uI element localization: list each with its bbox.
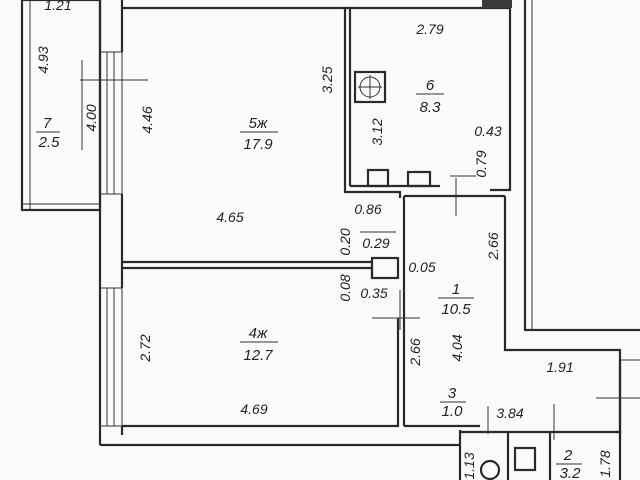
room-2-number: 2 [563,447,573,464]
dim-2-66-a: 2.66 [485,232,501,260]
dim-0-20: 0.20 [337,228,353,255]
room-6-area: 8.3 [420,99,442,116]
dim-0-05: 0.05 [408,259,435,275]
walls [20,0,640,480]
dim-0-43: 0.43 [474,123,501,139]
boiler-icon [353,70,387,104]
room-5-number: 5ж [249,115,268,132]
dim-4-65: 4.65 [216,209,243,225]
room-5-area: 17.9 [243,136,273,153]
room-1-number: 1 [452,281,460,298]
dimension-labels: 1.21 4.93 4.00 4.46 3.25 2.79 3.12 0.43 … [35,0,613,480]
window-upper [99,51,123,195]
dim-1-13: 1.13 [461,452,477,479]
dim-0-35: 0.35 [360,285,387,301]
dim-0-86: 0.86 [354,201,381,217]
dim-3-12: 3.12 [369,118,385,145]
room-3-number: 3 [448,385,457,402]
room-7-area: 2.5 [38,134,61,151]
dim-2-79: 2.79 [415,21,443,37]
room-7-number: 7 [43,115,52,132]
window-lower [99,287,123,427]
fixture-basin [513,446,537,472]
room-3-area: 1.0 [442,403,464,420]
room-1-area: 10.5 [441,301,471,318]
dim-4-00: 4.00 [83,104,99,131]
room-6-number: 6 [426,77,435,94]
fixture-stove [406,170,432,188]
dim-2-66-b: 2.66 [407,338,423,366]
dim-1-78: 1.78 [597,450,613,477]
dim-0-29: 0.29 [362,235,389,251]
dim-4-46: 4.46 [139,106,155,133]
dim-1-91: 1.91 [546,359,573,375]
dim-3-84: 3.84 [496,405,523,421]
dim-4-04: 4.04 [449,334,465,361]
dim-0-79: 0.79 [473,150,489,177]
dim-3-25: 3.25 [319,66,335,93]
dim-4-93: 4.93 [35,46,51,73]
room-4-number: 4ж [249,325,268,342]
vent-shaft [370,256,400,280]
room-2-area: 3.2 [560,465,582,480]
dim-4-69: 4.69 [240,401,267,417]
dim-2-72: 2.72 [137,334,153,362]
fixture-toilet [479,459,501,480]
room-4-area: 12.7 [243,347,273,364]
dimension-lines [80,60,640,440]
dim-0-08: 0.08 [337,274,353,301]
fixture-sink [366,168,390,188]
room-labels: 7 2.5 5ж 17.9 6 8.3 4ж 12.7 1 10.5 3 1.0… [36,77,582,480]
dim-1-21: 1.21 [44,0,71,13]
